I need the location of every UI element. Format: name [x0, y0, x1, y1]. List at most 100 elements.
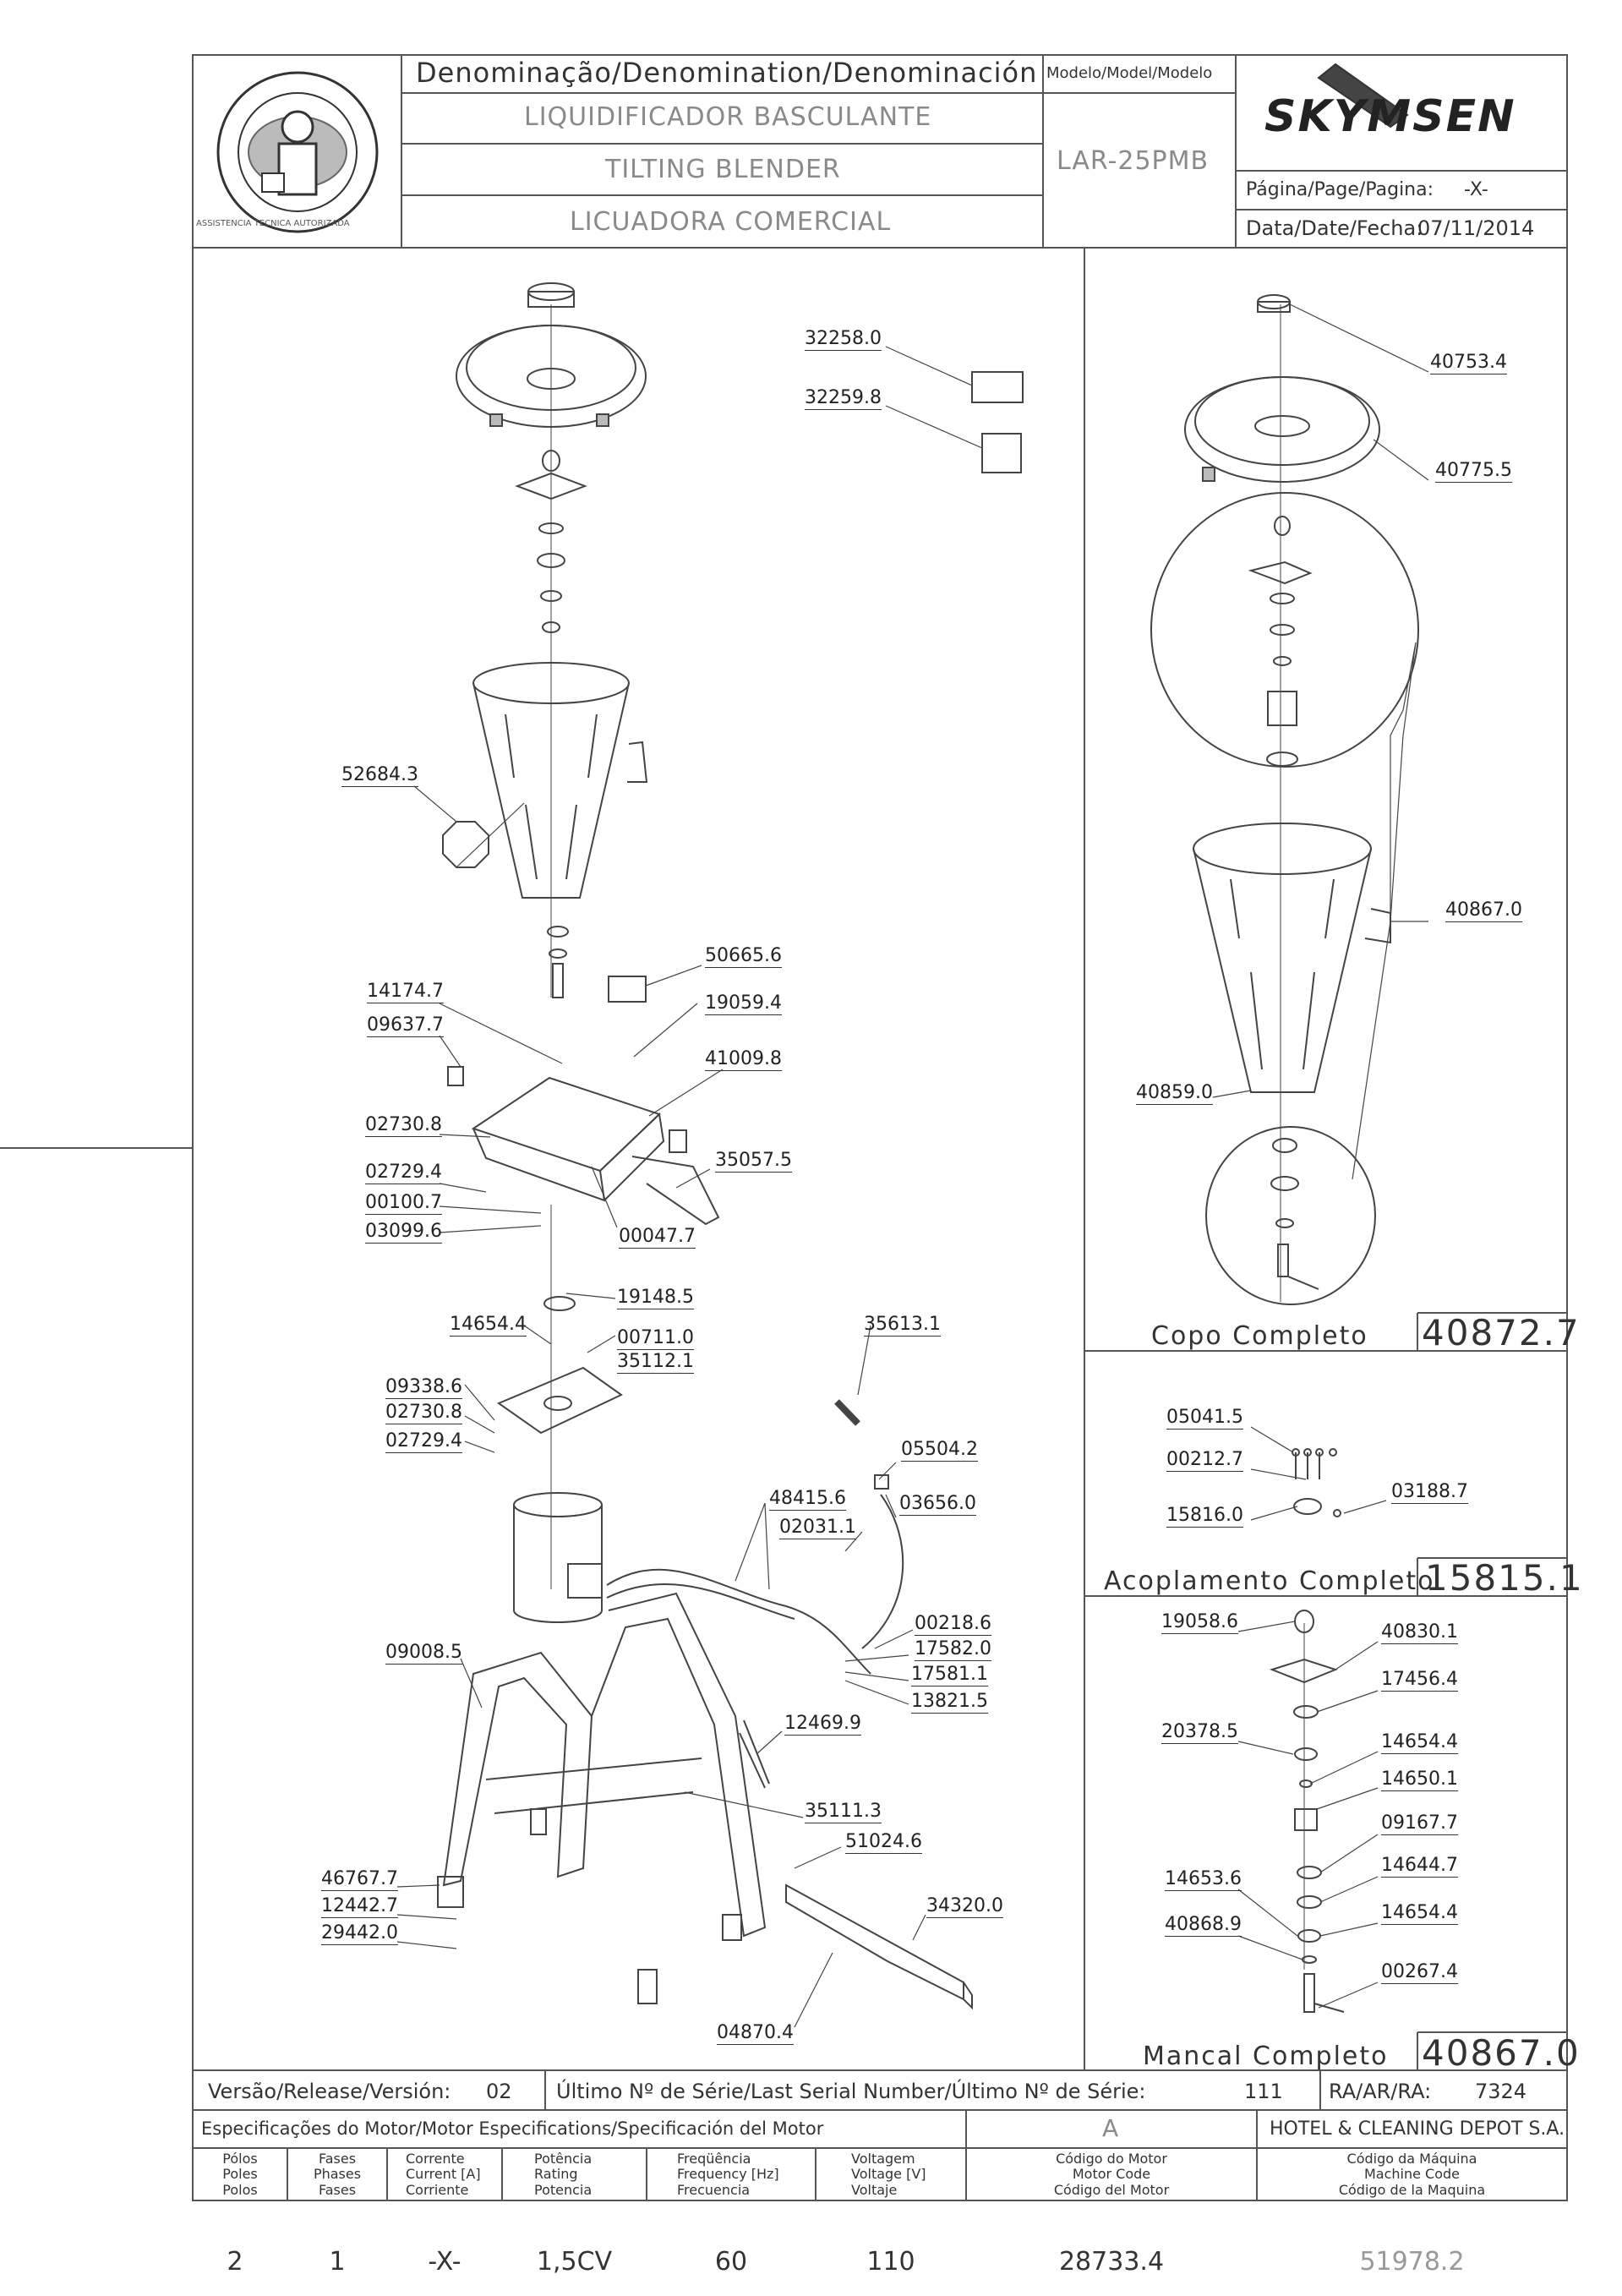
part-code: 40868.9	[1165, 1914, 1242, 1937]
spec-value-motor-code: 28733.4	[1058, 2247, 1165, 2277]
part-code: 14653.6	[1165, 1868, 1242, 1891]
mancal-leader-lines	[1237, 1621, 1379, 2009]
part-code: 02031.1	[779, 1517, 856, 1539]
product-name-es: LICUADORA COMERCIAL	[570, 207, 892, 237]
part-code: 41009.8	[705, 1048, 782, 1071]
product-name-pt: LIQUIDIFICADOR BASCULANTE	[524, 102, 932, 132]
spec-value-rating: 1,5CV	[536, 2247, 613, 2277]
part-code: 20378.5	[1161, 1721, 1238, 1744]
part-code: 00711.0	[617, 1327, 694, 1350]
part-code: 14654.4	[1381, 1902, 1458, 1925]
part-code: 03099.6	[365, 1221, 442, 1244]
model-label: Modelo/Model/Modelo	[1046, 64, 1213, 82]
seal-logo-graphic	[216, 71, 379, 233]
part-code: 09637.7	[367, 1014, 444, 1037]
spec-value-voltage: 110	[866, 2247, 915, 2277]
part-code: 19058.6	[1161, 1611, 1238, 1634]
part-code: 14644.7	[1381, 1855, 1458, 1878]
part-code: 40753.4	[1430, 352, 1507, 374]
part-code: 09338.6	[385, 1376, 462, 1399]
spec-value-phases: 1	[329, 2247, 346, 2277]
brand-logo-graphic	[1317, 63, 1409, 128]
part-code: 13821.5	[911, 1691, 988, 1714]
part-code: 40867.0	[1445, 899, 1522, 922]
part-code: 05504.2	[901, 1439, 978, 1462]
part-code: 14654.4	[450, 1314, 527, 1337]
part-code: 35057.5	[715, 1150, 792, 1173]
seal-text: ASSISTÊNCIA TÉCNICA AUTORIZADA	[196, 220, 350, 228]
ra-label: RA/AR/RA:	[1329, 2080, 1432, 2103]
page-value: -X-	[1464, 179, 1488, 200]
brand-logo: SKYMSEN	[1264, 91, 1516, 142]
spec-value-current: -X-	[428, 2247, 461, 2277]
part-code: 14174.7	[367, 981, 444, 1003]
mancal-code: 40867.0	[1422, 2032, 1581, 2074]
part-code: 32259.8	[805, 387, 882, 410]
model-value: LAR-25PMB	[1057, 146, 1210, 176]
part-code: 19148.5	[617, 1287, 694, 1309]
part-code: 17581.1	[911, 1664, 988, 1686]
part-code: 00218.6	[915, 1613, 991, 1636]
part-code: 03656.0	[899, 1493, 976, 1516]
part-code: 35613.1	[864, 1314, 941, 1337]
part-code: 02730.8	[385, 1402, 462, 1424]
copo-title: Copo Completo	[1151, 1321, 1368, 1351]
motor-letter: A	[1102, 2114, 1119, 2142]
ra-value: 7324	[1475, 2080, 1527, 2103]
spec-value-frequency: 60	[714, 2247, 748, 2277]
serial-label: Último Nº de Série/Last Serial Number/Úl…	[556, 2080, 1146, 2103]
acoplamento-diagram	[1292, 1448, 1341, 1517]
part-code: 15816.0	[1166, 1505, 1243, 1528]
main-leader-lines	[396, 346, 983, 2028]
copo-leader-lines	[1212, 303, 1429, 1180]
product-name-en: TILTING BLENDER	[605, 155, 841, 184]
part-code: 02729.4	[385, 1430, 462, 1453]
version-value: 02	[486, 2080, 512, 2103]
part-code: 02729.4	[365, 1162, 442, 1184]
main-exploded-diagram	[437, 282, 1024, 2010]
acoplamento-leader-lines	[1250, 1426, 1387, 1521]
serial-value: 111	[1244, 2080, 1283, 2103]
part-code: 40775.5	[1435, 460, 1512, 483]
part-code: 14654.4	[1381, 1731, 1458, 1754]
part-code: 48415.6	[769, 1488, 846, 1511]
part-code: 14650.1	[1381, 1768, 1458, 1791]
spec-value-poles: 2	[227, 2247, 243, 2277]
part-code: 00267.4	[1381, 1961, 1458, 1984]
part-code: 12442.7	[321, 1895, 398, 1918]
part-code: 34320.0	[926, 1895, 1003, 1918]
part-code: 03188.7	[1391, 1481, 1468, 1504]
part-code: 35111.3	[805, 1801, 882, 1823]
part-code: 00212.7	[1166, 1449, 1243, 1472]
date-value: 07/11/2014	[1417, 216, 1535, 240]
spec-value-machine-code: 51978.2	[1359, 2247, 1465, 2277]
part-code: 29442.0	[321, 1922, 398, 1945]
version-label: Versão/Release/Versión:	[208, 2080, 451, 2103]
part-code: 02730.8	[365, 1114, 442, 1137]
part-code: 17582.0	[915, 1638, 991, 1661]
acoplamento-code: 15815.1	[1425, 1557, 1584, 1599]
part-code: 00047.7	[619, 1226, 696, 1249]
part-code: 05041.5	[1166, 1407, 1243, 1430]
page-label: Página/Page/Pagina:	[1246, 179, 1434, 200]
part-code: 19059.4	[705, 992, 782, 1015]
part-code: 17456.4	[1381, 1669, 1458, 1692]
part-code: 09167.7	[1381, 1812, 1458, 1835]
acoplamento-title: Acoplamento Completo	[1104, 1566, 1435, 1596]
part-code: 40859.0	[1136, 1082, 1213, 1105]
part-code: 04870.4	[717, 2022, 794, 2045]
part-code: 46767.7	[321, 1868, 398, 1891]
mancal-title: Mancal Completo	[1143, 2042, 1389, 2071]
mancal-diagram	[1270, 1610, 1345, 2013]
part-code: 09008.5	[385, 1642, 462, 1665]
part-code: 35112.1	[617, 1351, 694, 1374]
copo-diagram	[1150, 294, 1419, 1305]
company-name: HOTEL & CLEANING DEPOT S.A.	[1270, 2118, 1565, 2140]
